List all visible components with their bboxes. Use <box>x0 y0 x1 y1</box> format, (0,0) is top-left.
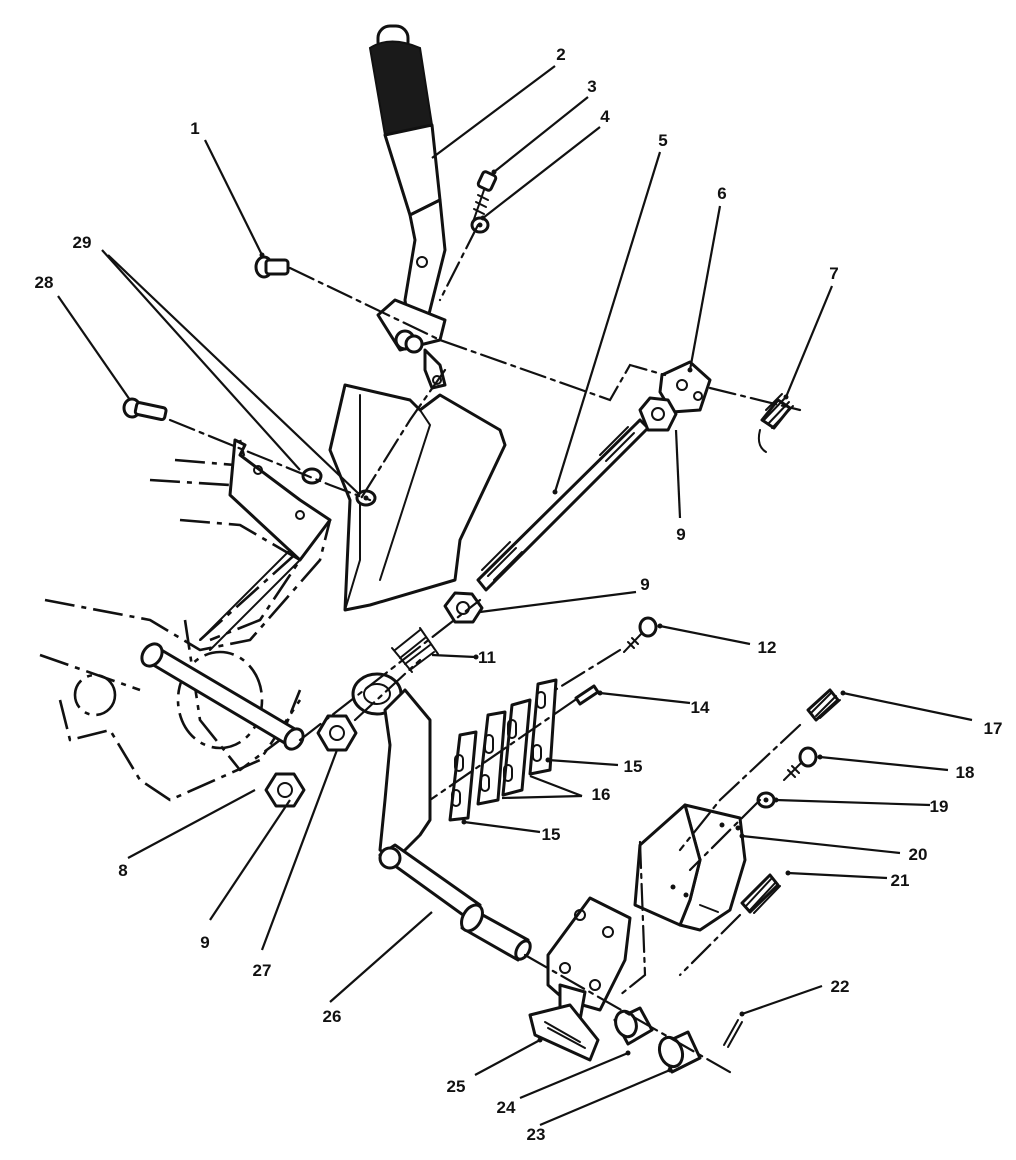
bushing-23 <box>657 1030 702 1074</box>
bolt-12 <box>623 616 658 653</box>
callout-17: 17 <box>984 719 1003 738</box>
callout-16: 16 <box>592 785 611 804</box>
clevis-pin <box>254 255 290 279</box>
pedal-cover <box>633 803 747 932</box>
callout-5: 5 <box>658 131 667 150</box>
hex-nut-middle <box>443 591 484 624</box>
callout-1: 1 <box>190 119 199 138</box>
callout-29: 29 <box>73 233 92 252</box>
bushing-24 <box>613 1006 654 1046</box>
callout-8: 8 <box>118 861 127 880</box>
bolt-28 <box>122 397 168 422</box>
callout-6: 6 <box>717 184 726 203</box>
bolt-3 <box>471 170 498 226</box>
callout-15-upper: 15 <box>624 757 643 776</box>
callout-21: 21 <box>891 871 910 890</box>
pedal-arm <box>351 672 532 962</box>
callout-20: 20 <box>909 845 928 864</box>
callout-9-middle: 9 <box>640 575 649 594</box>
callout-28: 28 <box>35 273 54 292</box>
pedal-pad <box>528 1003 600 1062</box>
callout-4: 4 <box>600 107 610 126</box>
callout-26: 26 <box>323 1007 342 1026</box>
callout-7: 7 <box>829 264 838 283</box>
callout-9-upper: 9 <box>676 525 685 544</box>
callout-19: 19 <box>930 797 949 816</box>
callout-labels: 1 2 3 4 5 6 7 8 9 9 9 11 12 14 15 15 16 … <box>35 45 1003 1144</box>
pin-14 <box>574 684 600 706</box>
callout-18: 18 <box>956 763 975 782</box>
pedal-pad-bracket <box>546 896 632 1022</box>
hex-nut-27 <box>316 714 358 752</box>
pivot-shaft <box>140 642 305 751</box>
mounting-bracket <box>199 383 507 651</box>
hex-nut-upper <box>638 396 678 432</box>
bolt-18 <box>783 746 818 781</box>
callout-9-lower: 9 <box>200 933 209 952</box>
hex-nut-lower <box>264 772 306 808</box>
callout-11: 11 <box>478 648 496 667</box>
callout-3: 3 <box>587 77 596 96</box>
callout-25: 25 <box>447 1077 466 1096</box>
assembly-centerlines <box>168 223 802 1077</box>
callout-23: 23 <box>527 1125 546 1144</box>
swivel-block <box>658 360 712 414</box>
callout-27: 27 <box>253 961 272 980</box>
shift-lever <box>368 24 447 390</box>
cotter-pin <box>723 1019 743 1048</box>
spring-7 <box>757 393 794 453</box>
callout-24: 24 <box>497 1098 516 1117</box>
callout-2: 2 <box>556 45 565 64</box>
callout-15-lower: 15 <box>542 825 561 844</box>
callout-22: 22 <box>831 977 850 996</box>
spring-21 <box>740 873 781 914</box>
spring-17 <box>806 688 841 722</box>
callout-14: 14 <box>691 698 710 717</box>
leader-dots <box>259 169 846 1073</box>
callout-12: 12 <box>758 638 777 657</box>
callout-leaders <box>57 65 973 1127</box>
